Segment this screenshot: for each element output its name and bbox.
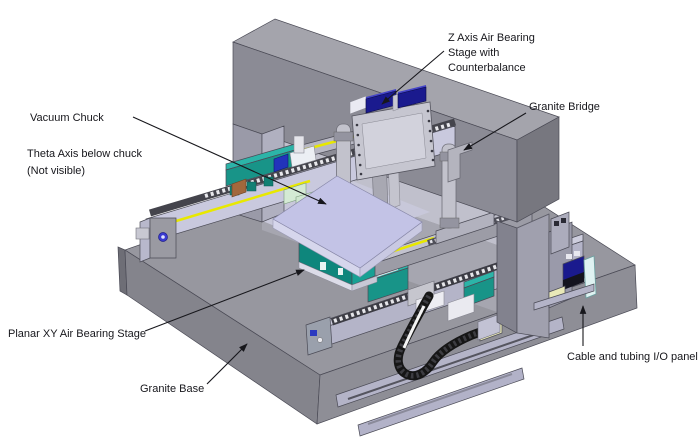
carriage-post: [293, 135, 305, 154]
arrow-planar-xy: [144, 269, 305, 332]
annotations: Z Axis Air Bearing Stage with Counterbal…: [8, 32, 698, 395]
arrow-granite-base: [206, 343, 248, 385]
io-area: [533, 211, 597, 311]
label-theta-axis: Theta Axis below chuck (Not visible): [27, 148, 142, 177]
vent-block: [550, 211, 570, 255]
label-theta-axis-line2: (Not visible): [27, 165, 85, 177]
label-cable-io: Cable and tubing I/O panel: [567, 305, 698, 363]
chain-channel-entry: [477, 313, 501, 341]
z-bracket: [447, 141, 473, 183]
label-granite-bridge-text: Granite Bridge: [529, 101, 600, 113]
chain-inner-highlight: [402, 305, 426, 349]
io-shelf-strip: [533, 283, 595, 311]
label-vacuum-chuck: Vacuum Chuck: [30, 112, 327, 205]
carriage-foot-2: [246, 181, 257, 192]
skirt-channel-groove: [347, 330, 546, 400]
pillar-seam: [516, 213, 550, 229]
label-z-axis-line2: Stage with: [448, 47, 499, 59]
end-block-bolt: [317, 337, 323, 343]
io-fitting-1: [566, 254, 572, 259]
carriage-motor-box: [273, 153, 289, 173]
vent-slot-1: [554, 221, 559, 226]
chain-links-texture: [395, 294, 484, 379]
x-rail-block: [435, 211, 495, 245]
arrow-z-axis: [381, 50, 445, 105]
cylinder-left-collar: [333, 131, 354, 142]
label-vacuum-chuck-text: Vacuum Chuck: [30, 112, 104, 124]
stand-groove: [367, 373, 513, 425]
xy-stage-port-1: [320, 262, 326, 270]
label-z-axis-line1: Z Axis Air Bearing: [448, 32, 535, 44]
io-connector-pins: [563, 272, 584, 290]
cylinder-right-foot: [439, 217, 460, 229]
label-z-axis: Z Axis Air Bearing Stage with Counterbal…: [381, 32, 535, 105]
right-pillar-side: [496, 220, 518, 334]
beam-pedestal-side: [139, 217, 151, 263]
xy-stage-port-2: [338, 268, 343, 275]
label-planar-xy-text: Planar XY Air Bearing Stage: [8, 328, 146, 340]
label-cable-io-text: Cable and tubing I/O panel: [567, 351, 698, 363]
right-pillar-front: [516, 213, 550, 339]
xy-stage-base-right: [351, 275, 378, 292]
z-plate-inner: [361, 112, 427, 170]
label-granite-base-text: Granite Base: [140, 383, 204, 395]
pedestal-nub: [135, 227, 150, 240]
chain-white-block: [447, 293, 475, 322]
label-planar-xy: Planar XY Air Bearing Stage: [8, 269, 305, 340]
io-fitting-2: [574, 251, 580, 256]
vent-slot-2: [561, 218, 566, 223]
bridge-end-face: [516, 116, 560, 223]
vacuum-chuck: [272, 175, 423, 278]
end-block-sensor: [310, 330, 317, 336]
y-carriage: [367, 267, 409, 303]
z-plate-screws: [355, 109, 435, 176]
label-granite-base: Granite Base: [140, 343, 248, 395]
cable-chain: [393, 270, 501, 381]
x-beam-rail: [347, 202, 533, 286]
z-top-navy-2: [397, 86, 427, 109]
label-granite-bridge: Granite Bridge: [463, 101, 600, 151]
arrow-vacuum-chuck: [132, 116, 327, 205]
base-skirt: [335, 316, 565, 437]
pedestal-motor-cap: [161, 235, 165, 239]
label-z-axis-line3: Counterbalance: [448, 62, 526, 74]
front-rail-end-block: [305, 316, 333, 356]
chuck-top-face: [272, 175, 423, 269]
arrow-granite-bridge: [463, 112, 527, 151]
carriage-foot-3: [263, 176, 274, 187]
label-theta-axis-line1: Theta Axis below chuck: [27, 148, 142, 160]
carriage-brown-block: [231, 178, 247, 198]
beam-encoder-stripe: [155, 179, 311, 229]
